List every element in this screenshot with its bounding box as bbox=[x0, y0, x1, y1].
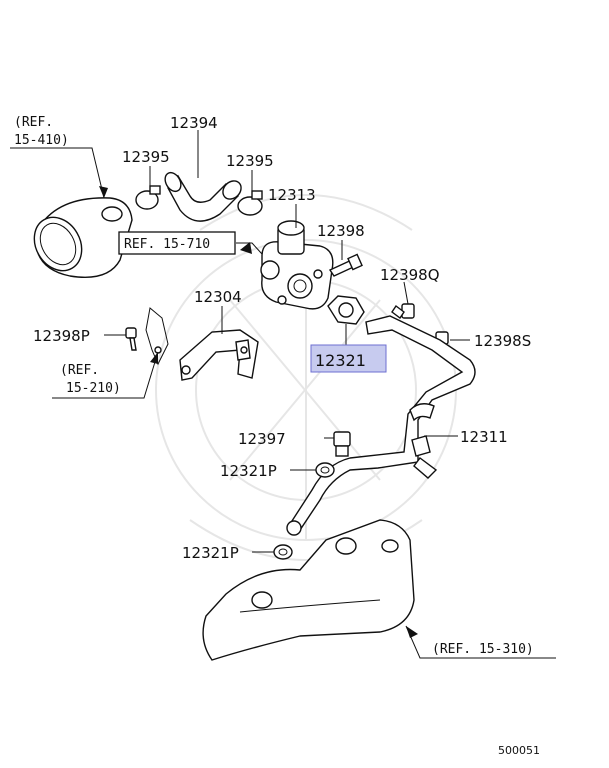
bracket-12304 bbox=[179, 329, 259, 381]
gasket-12321p-lower bbox=[273, 544, 293, 560]
part-label-12394: 12394 bbox=[170, 114, 218, 132]
part-label-12321p-upper: 12321P bbox=[220, 462, 277, 480]
bolt-12398q bbox=[391, 303, 415, 320]
ref-15-210-label-line1: (REF. bbox=[60, 363, 99, 378]
part-label-12397: 12397 bbox=[238, 430, 286, 448]
part-label-12311: 12311 bbox=[460, 428, 508, 446]
pipe-12311 bbox=[286, 315, 476, 536]
ref-15-410-label-line2: 15-410) bbox=[14, 133, 69, 148]
bolt-12398 bbox=[328, 253, 363, 277]
ref-15-410-label-line1: (REF. bbox=[14, 115, 53, 130]
air-valve-12313 bbox=[260, 220, 334, 310]
part-label-12321-highlighted: 12321 bbox=[315, 351, 366, 370]
part-label-12395-left: 12395 bbox=[122, 148, 170, 166]
ref-15-310-label: (REF. 15-310) bbox=[432, 642, 534, 657]
leader-ref-15-410 bbox=[10, 147, 105, 199]
intake-tube bbox=[33, 197, 133, 278]
clamp-12395-right bbox=[237, 190, 263, 216]
part-label-12398s: 12398S bbox=[474, 332, 531, 350]
part-label-12398: 12398 bbox=[317, 222, 365, 240]
figure-code: 500051 bbox=[498, 744, 540, 757]
arrow-ref-15-410 bbox=[99, 186, 108, 198]
clamp-12395-left bbox=[135, 185, 161, 210]
gasket-12321p-upper bbox=[315, 462, 335, 478]
ref-15-710-box bbox=[118, 231, 263, 255]
part-label-12321p-lower: 12321P bbox=[182, 544, 239, 562]
part-label-12304: 12304 bbox=[194, 288, 242, 306]
hose-12394 bbox=[164, 171, 242, 222]
part-label-12398p: 12398P bbox=[33, 327, 90, 345]
highlight-box-12321 bbox=[310, 344, 387, 373]
gasket-12321 bbox=[327, 295, 365, 325]
part-label-12398q: 12398Q bbox=[380, 266, 440, 284]
ref-15-710-label: REF. 15-710 bbox=[124, 237, 210, 252]
part-label-12313: 12313 bbox=[268, 186, 316, 204]
leader-12398q bbox=[403, 281, 409, 305]
bolt-12398p bbox=[125, 327, 137, 351]
plug-12397 bbox=[333, 431, 351, 457]
ref-15-210-label-line2: 15-210) bbox=[66, 381, 121, 396]
exhaust-manifold bbox=[202, 519, 415, 661]
leader-ref-15-210 bbox=[52, 351, 159, 399]
arrow-ref-15-210 bbox=[150, 352, 158, 364]
part-label-12395-right: 12395 bbox=[226, 152, 274, 170]
arrow-ref-15-310 bbox=[406, 626, 418, 638]
